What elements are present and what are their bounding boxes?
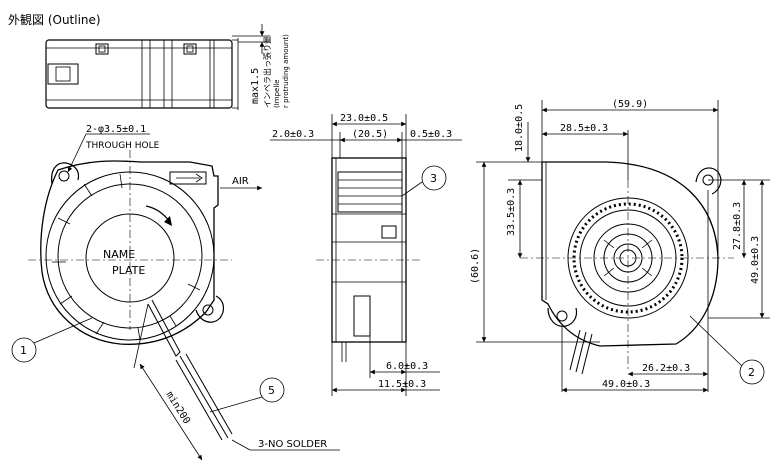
- callout-5-label: 5: [268, 384, 275, 397]
- side-dim-bottom-2: 11.5±0.3: [378, 379, 426, 390]
- rear-dim-top-2: 28.5±0.3: [560, 123, 608, 134]
- hole-callout: 2-φ3.5±0.1 THROUGH HOLE: [67, 124, 160, 173]
- protrusion-note: max1.5 インペラ出っ張り量 (Impelle r protruding a…: [250, 34, 290, 108]
- front-view: [28, 150, 233, 441]
- rear-dim-height: (60.6): [470, 248, 481, 284]
- lead-length-label: min200: [163, 390, 191, 426]
- air-direction: AIR: [220, 176, 262, 191]
- hole-note: THROUGH HOLE: [85, 141, 160, 151]
- rear-dim-v-18: 18.0±0.5: [514, 104, 525, 152]
- air-label: AIR: [232, 176, 249, 187]
- rear-view: [476, 100, 770, 393]
- side-dim-right: 0.5±0.3: [410, 129, 452, 140]
- no-solder-note: 3-NO SOLDER: [231, 439, 340, 451]
- nameplate-text-2: PLATE: [112, 264, 145, 277]
- protrusion-jp-label: インペラ出っ張り量: [262, 36, 272, 108]
- callout-3: 3: [401, 165, 447, 197]
- callout-2: 2: [689, 315, 765, 385]
- rear-dim-v-335: 33.5±0.3: [506, 188, 517, 236]
- side-dim-bottom-1: 6.0±0.3: [386, 361, 428, 372]
- rear-dim-v-49: 49.0±0.3: [750, 236, 761, 284]
- protrusion-en-label-1: (Impelle: [273, 79, 281, 108]
- nameplate-text-1: NAME: [103, 248, 135, 261]
- hole-dim-label: 2-φ3.5±0.1: [86, 124, 146, 135]
- callout-1-label: 1: [20, 344, 27, 357]
- top-view: [45, 24, 270, 110]
- callout-5: 5: [209, 377, 285, 413]
- no-solder-label: 3-NO SOLDER: [258, 439, 327, 450]
- callout-2-label: 2: [748, 366, 755, 379]
- rear-dim-v-278: 27.8±0.3: [732, 202, 743, 250]
- side-dim-mid: (20.5): [352, 129, 388, 140]
- rear-dim-b-49: 49.0±0.3: [602, 379, 650, 390]
- side-view: [270, 114, 462, 396]
- callout-1: 1: [11, 317, 93, 363]
- rear-dim-b-262: 26.2±0.3: [642, 363, 690, 374]
- lead-length-dim: min200: [133, 303, 203, 461]
- side-dim-left: 2.0±0.3: [272, 129, 314, 140]
- callout-3-label: 3: [430, 172, 437, 185]
- rear-dim-top: (59.9): [612, 99, 648, 110]
- side-dim-width: 23.0±0.5: [340, 113, 388, 124]
- protrusion-max-label: max1.5: [250, 68, 261, 104]
- page-title: 外観図 (Outline): [8, 13, 101, 27]
- protrusion-en-label-2: r protruding amount): [282, 34, 290, 108]
